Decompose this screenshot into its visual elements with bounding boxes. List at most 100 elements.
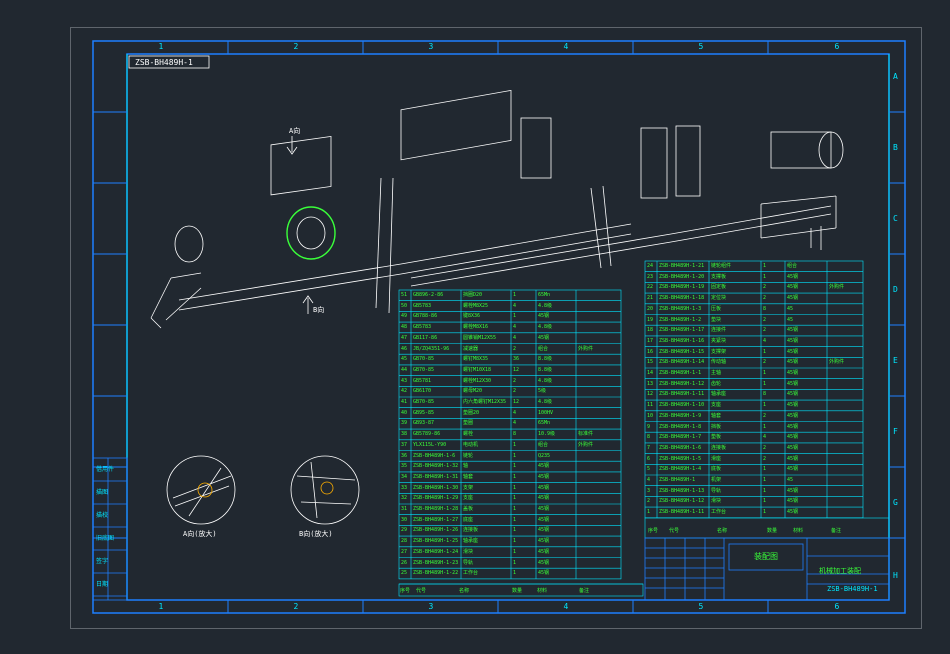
bom-cell: 底板 [711,466,722,473]
bom-cell: 4 [513,409,517,416]
bom-cell: ZSB-BH489H-1-14 [659,359,705,366]
bom-cell: 4 [513,302,517,309]
zone-col-label-bottom: 2 [293,602,299,611]
bom-cell: 轴套 [463,473,474,480]
bom-cell: 外购件 [578,345,594,352]
bom-cell: 挡板 [711,423,722,430]
bom-cell: 支座 [463,495,474,502]
strip-outline [92,457,128,601]
bom-cell: 垫板 [711,434,722,441]
bom-cell: ZSB-BH489H-1-10 [659,402,705,409]
bom-cell: 45钢 [787,412,799,419]
bom-cell: 21 [647,295,654,302]
bom-cell: 100HV [538,409,554,416]
bom-cell: ZSB-BH489H-1-9 [659,412,702,419]
bom-cell: ZSB-BH489H-1-6 [413,452,456,459]
bom-cell: 滑块 [463,548,474,555]
bom-cell: 工作台 [463,570,479,577]
bom-cell: 螺栓M12X30 [463,377,492,384]
bom-cell: 1 [763,380,767,387]
machine-edge [178,263,402,301]
bom-cell: 1 [763,273,767,280]
bom-cell: 链轮 [463,452,474,459]
bom-right-header: 备注 [831,528,842,534]
bom-cell: 45钢 [787,434,799,441]
bom-cell: 10 [647,412,654,419]
bom-cell: 15 [647,359,654,366]
bom-cell: ZSB-BH489H-1-21 [659,263,705,269]
vertical-head-2 [640,127,668,199]
zone-col-label-bottom: 4 [563,602,569,611]
bom-cell: ZSB-BH489H-1-24 [413,548,459,555]
bom-cell: 7 [647,444,651,451]
zone-col-label-top: 1 [158,42,164,51]
bom-cell: 主轴 [711,370,722,376]
bom-cell: 45钢 [787,391,799,398]
bom-cell: 19 [647,316,654,323]
detail-b-circle [290,455,360,525]
bom-cell: 32 [401,495,408,502]
bom-cell: 定位块 [711,295,727,302]
bom-cell: GB93-87 [413,420,435,427]
bom-left-header: 数量 [512,588,523,594]
bom-cell: 16 [647,348,654,355]
bom-cell: GB5789-86 [413,431,441,438]
machine-edge [400,223,632,265]
bom-cell: 垫圈 [463,420,474,427]
bom-cell: 4 [513,324,517,331]
assembly-isometric-view [150,89,844,329]
machine-edge [410,241,672,287]
bom-cell: 工作台 [711,509,727,516]
drawing-number: ZSB-BH489H-1 [135,58,193,67]
bom-cell: 27 [401,548,408,555]
bom-cell: 45钢 [787,327,799,334]
bom-cell: 2 [763,412,767,419]
bom-cell: 8 [763,305,767,312]
bom-cell: 螺钉M10X18 [463,366,492,373]
machine-edge [150,317,162,329]
bom-cell: 26 [401,559,408,566]
bom-cell: 45钢 [787,444,799,451]
bom-right-header: 数量 [767,528,778,534]
bom-cell: 39 [401,420,408,427]
detail-b-lines [296,461,356,519]
bom-cell: 25 [401,570,408,577]
bom-cell: 1 [513,452,517,459]
zone-row-label: C [893,213,898,223]
bom-cell: 1 [513,559,517,566]
bom-cell: 链轮组件 [711,263,732,269]
bom-cell: 2 [513,377,517,384]
cad-drawing-canvas[interactable] [71,28,921,628]
bom-cell: 圆锥销M12X55 [463,334,497,341]
bom-cell: 1 [763,348,767,355]
bom-cell: 2 [763,295,767,302]
bom-cell: ZSB-BH489H-1-12 [659,498,705,505]
motor-body [770,131,832,169]
bom-cell: 36 [513,356,520,363]
strip-label: 描图 [96,489,109,496]
bom-cell: ZSB-BH489H-1-23 [413,559,459,566]
bom-cell: 1 [513,441,517,448]
bom-cell: 45 [401,356,408,363]
view-arrow-b [302,295,314,314]
bom-cell: ZSB-BH489H-1-4 [659,466,702,473]
strip-label: 描校 [96,512,109,519]
detail-b-bolt [320,481,334,495]
bom-cell: 33 [401,484,408,491]
left-signature-strip [92,457,128,601]
zone-col-label-top: 5 [698,42,704,51]
zone-col-label-bottom: 6 [834,602,840,611]
zone-row-label: F [893,426,898,436]
bom-cell: 1 [763,466,767,473]
bom-cell: 31 [401,506,408,512]
machine-edge [760,195,837,205]
bom-cell: 4.8级 [538,377,553,384]
bom-cell: 9 [647,423,651,430]
bom-cell: 30 [401,516,408,523]
bom-cell: YLX115L-Y90 [413,441,447,448]
bom-cell: ZSB-BH489H-1-17 [659,327,705,334]
detail-a-circle [166,455,236,525]
bom-cell: ZSB-BH489H-1-13 [659,487,705,494]
bom-cell: 传动轴 [711,359,727,366]
bom-cell: 45钢 [787,498,799,505]
